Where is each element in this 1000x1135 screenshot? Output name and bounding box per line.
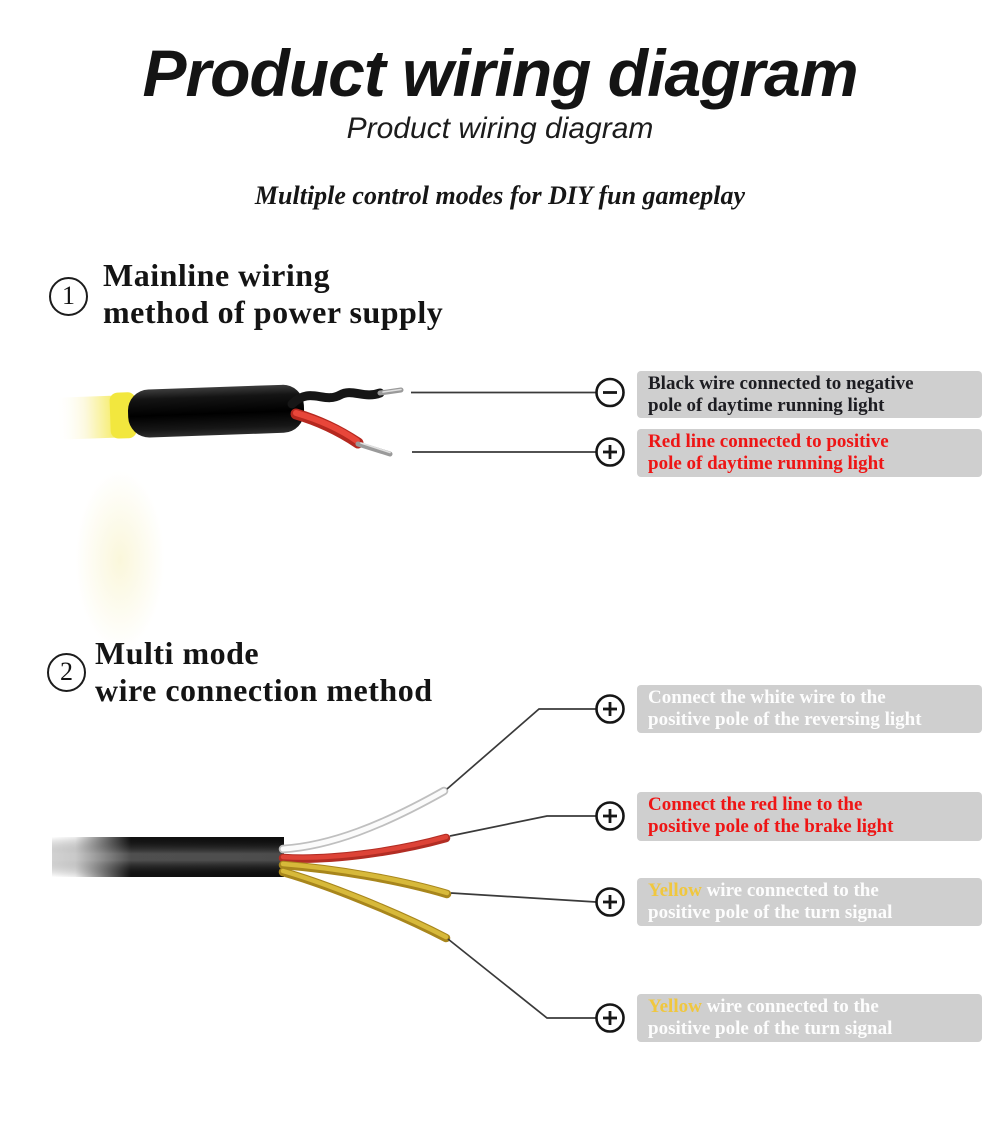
section-1-heading-line2: method of power supply xyxy=(103,294,444,330)
label-yellow-wire-turn-signal-2: Yellow wire connected to the positive po… xyxy=(637,994,982,1042)
label-text: positive pole of the turn signal xyxy=(648,902,893,923)
leader-line xyxy=(446,708,596,790)
plus-symbol xyxy=(595,437,625,467)
black-pigtail-wire xyxy=(287,387,404,409)
faint-light-glow xyxy=(75,470,165,650)
section-2-heading-line2: wire connection method xyxy=(95,672,433,708)
plus-symbol xyxy=(595,694,625,724)
section-2-heading: Multi mode wire connection method xyxy=(95,635,432,709)
label-text: pole of daytime running light xyxy=(648,395,885,416)
section-1-heading: Mainline wiring method of power supply xyxy=(103,257,443,331)
page-title: Product wiring diagram xyxy=(142,36,858,110)
label-text: wire connected to the xyxy=(701,996,879,1017)
label-highlight: Yellow xyxy=(648,880,702,901)
plus-symbol xyxy=(595,887,625,917)
label-red-wire-brake-light: Connect the red line to the positive pol… xyxy=(637,792,982,841)
leader-line xyxy=(447,938,596,1019)
plus-symbol xyxy=(595,801,625,831)
label-text: pole of daytime running light xyxy=(648,453,885,474)
leader-line xyxy=(450,892,597,903)
multi-cable-graphic xyxy=(52,837,284,877)
bare-wire-tip xyxy=(355,441,393,457)
cable-glow xyxy=(55,395,123,440)
black-cable-body xyxy=(127,384,305,438)
section-1-number-badge: 1 xyxy=(49,277,88,316)
leader-line xyxy=(449,815,596,837)
section-2-number-badge: 2 xyxy=(47,653,86,692)
yellow-wire-1 xyxy=(278,860,452,899)
plus-symbol xyxy=(595,1003,625,1033)
label-text: Connect the red line to the xyxy=(648,794,863,815)
page-tagline: Multiple control modes for DIY fun gamep… xyxy=(254,181,746,210)
red-wire xyxy=(278,833,451,863)
label-text: positive pole of the brake light xyxy=(648,816,894,837)
yellow-wire-2 xyxy=(278,867,451,943)
label-text: Black wire connected to negative xyxy=(648,373,914,394)
page-subtitle: Product wiring diagram xyxy=(346,112,654,145)
label-text: Connect the white wire to the xyxy=(648,687,886,708)
minus-symbol xyxy=(595,377,625,408)
label-text: Red line connected to positive xyxy=(648,431,889,452)
label-highlight: Yellow xyxy=(648,996,702,1017)
label-text: positive pole of the turn signal xyxy=(648,1018,893,1039)
label-text: positive pole of the reversing light xyxy=(648,709,922,730)
label-white-wire-reversing-light: Connect the white wire to the positive p… xyxy=(637,685,982,733)
cable-shading xyxy=(52,837,284,877)
label-text: wire connected to the xyxy=(701,880,879,901)
label-negative-black-wire: Black wire connected to negative pole of… xyxy=(637,371,982,418)
section-1-heading-line1: Mainline wiring xyxy=(103,257,331,293)
label-positive-red-wire: Red line connected to positive pole of d… xyxy=(637,429,982,477)
red-pigtail-wire xyxy=(290,408,393,457)
white-wire xyxy=(278,786,449,854)
main-cable-graphic xyxy=(55,384,305,440)
label-yellow-wire-turn-signal-1: Yellow wire connected to the positive po… xyxy=(637,878,982,926)
